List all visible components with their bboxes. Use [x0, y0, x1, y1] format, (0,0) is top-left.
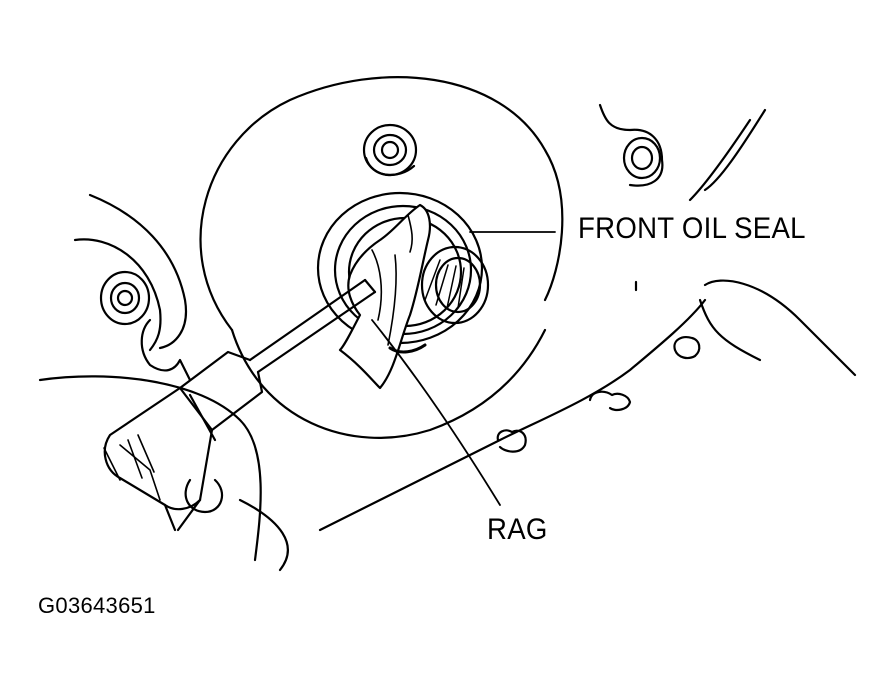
lower-edge-bosses: [496, 336, 701, 453]
lower-bolt: [184, 478, 224, 514]
timing-cover-outline: [199, 76, 564, 332]
engine-block-left-inner: [73, 238, 162, 352]
left-bolt: [99, 270, 151, 326]
front-oil-seal-label: FRONT OIL SEAL: [578, 212, 806, 245]
right-casting-upper: [703, 108, 767, 192]
right-casting-body: [703, 279, 857, 377]
engine-block-left: [88, 193, 188, 350]
rag-label: RAG: [487, 513, 548, 546]
seal-lower-arc: [388, 343, 427, 354]
engine-block-lower: [38, 375, 262, 562]
rag-drawing: [338, 203, 431, 390]
engine-block-bracket: [140, 318, 192, 382]
timing-cover-lower-arc: [230, 328, 547, 439]
upper-bolt: [362, 123, 418, 177]
right-upper-bolt: [598, 103, 664, 187]
figure-code: G03643651: [38, 593, 156, 618]
rag-leader: [371, 319, 501, 506]
right-casting-edge: [688, 118, 752, 202]
screwdriver: [103, 278, 377, 532]
right-casting-lower: [318, 298, 707, 532]
lower-casting: [238, 498, 289, 572]
right-casting-rib: [698, 298, 762, 362]
